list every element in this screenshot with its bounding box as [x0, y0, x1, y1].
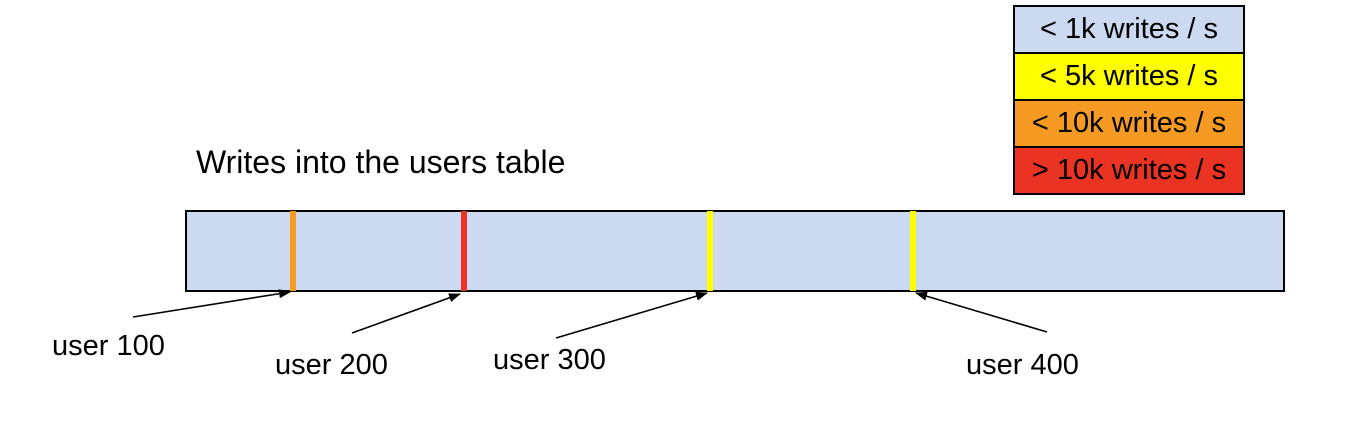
users-table-bar	[185, 210, 1285, 292]
tick-user-100	[290, 211, 296, 291]
legend-item-lt-1k: < 1k writes / s	[1015, 7, 1243, 52]
legend: < 1k writes / s < 5k writes / s < 10k wr…	[1013, 5, 1245, 195]
tick-user-200	[461, 211, 467, 291]
legend-item-lt-5k: < 5k writes / s	[1015, 52, 1243, 99]
arrow-user-100	[132, 289, 291, 318]
legend-item-gt-10k: > 10k writes / s	[1015, 146, 1243, 193]
diagram-title: Writes into the users table	[196, 144, 566, 180]
arrow-user-300	[555, 291, 708, 339]
arrow-user-200	[351, 293, 461, 334]
label-user-200: user 200	[275, 349, 388, 381]
tick-user-400	[910, 211, 916, 291]
tick-user-300	[707, 211, 713, 291]
arrow-user-400	[915, 291, 1048, 333]
label-user-100: user 100	[52, 330, 165, 362]
legend-item-lt-10k: < 10k writes / s	[1015, 99, 1243, 146]
label-user-300: user 300	[493, 344, 606, 376]
label-user-400: user 400	[966, 349, 1079, 381]
